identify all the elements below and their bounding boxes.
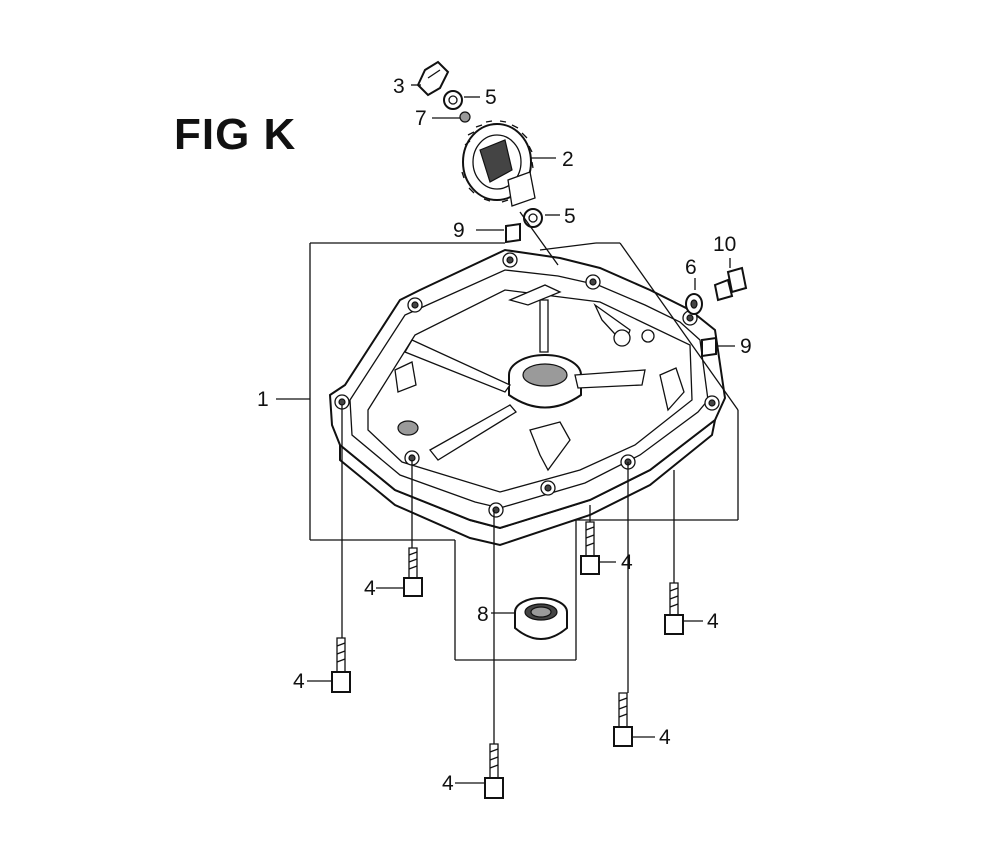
callout-4c: 4	[442, 772, 454, 795]
flange-bolt-4d	[580, 521, 600, 575]
callout-4e: 4	[707, 610, 719, 633]
shaft-pin-3	[416, 60, 450, 97]
callout-2: 2	[562, 148, 574, 171]
callout-9a: 9	[453, 219, 465, 242]
leader-lines	[276, 84, 739, 784]
clip-7	[459, 111, 471, 123]
oil-seal-8	[514, 597, 568, 640]
flange-bolt-4b	[331, 637, 351, 693]
callout-10: 10	[713, 233, 736, 256]
drain-plug-10	[713, 266, 748, 302]
governor-gear	[461, 120, 536, 207]
callout-4f: 4	[659, 726, 671, 749]
washer-5-lower	[523, 208, 543, 228]
callout-5b: 5	[564, 205, 576, 228]
washer-6	[685, 293, 703, 315]
callout-9b: 9	[740, 335, 752, 358]
dowel-pin-9-top	[505, 222, 521, 244]
callout-7: 7	[415, 107, 427, 130]
callout-4b: 4	[293, 670, 305, 693]
dowel-pin-9-right	[701, 336, 717, 358]
washer-5-top	[443, 90, 463, 110]
crankcase-cover	[328, 248, 727, 547]
callout-8: 8	[477, 603, 489, 626]
callout-3: 3	[393, 75, 405, 98]
callout-1: 1	[257, 388, 269, 411]
callout-4a: 4	[364, 577, 376, 600]
figure-title: FIG K	[174, 110, 297, 159]
flange-bolt-4c	[484, 743, 504, 799]
flange-bolt-4f	[613, 692, 633, 747]
callout-6: 6	[685, 256, 697, 279]
callout-5a: 5	[485, 86, 497, 109]
flange-bolt-4a	[403, 547, 423, 597]
callout-4d: 4	[621, 551, 633, 574]
flange-bolt-4e	[664, 582, 684, 635]
